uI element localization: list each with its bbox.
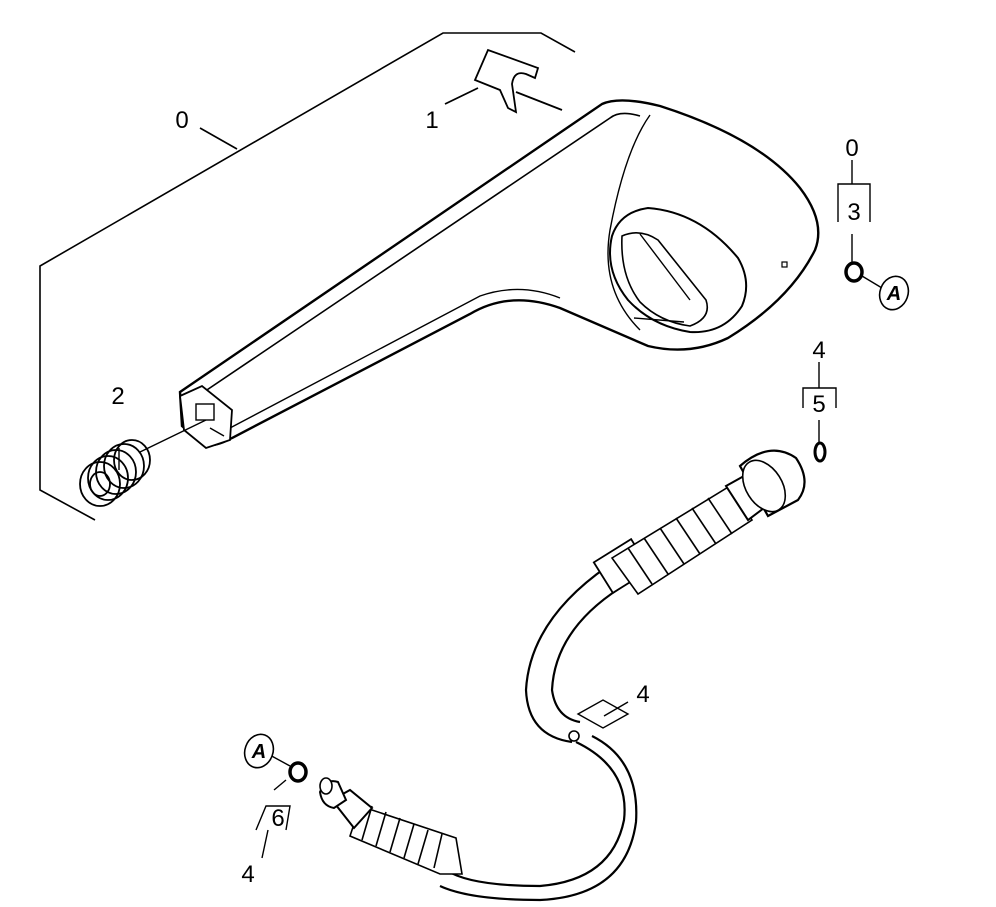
- callout-hose-mid: 4: [636, 681, 649, 708]
- grease-marker-bottom: A: [243, 733, 275, 769]
- hose-bend-protector-bottom: [349, 804, 463, 875]
- callout-clip: 1: [425, 107, 438, 134]
- clip-part: [444, 48, 563, 114]
- callout-hose-seal-top: 5: [812, 391, 825, 418]
- o-ring-bottom: [288, 761, 308, 783]
- o-ring-top: [844, 261, 864, 283]
- gun-handle: [178, 99, 820, 450]
- callout-o-ring-top: 3: [847, 199, 860, 226]
- grease-marker-top: A: [878, 275, 910, 311]
- spring-part: [79, 419, 207, 507]
- seal-ring-top: [813, 441, 827, 463]
- assembly-bracket: [39, 32, 576, 521]
- hose-bend-protector-top: [610, 484, 754, 596]
- leader-lines: [255, 160, 883, 859]
- callout-hose-kit-bottom: 4: [241, 861, 254, 888]
- hose-assembly: [318, 449, 806, 902]
- callout-spring: 2: [111, 383, 124, 410]
- callout-hose-seal-bottom: 6: [271, 805, 284, 832]
- svg-text:A: A: [886, 283, 901, 305]
- svg-text:A: A: [251, 741, 266, 763]
- callout-hose-kit-top: 4: [812, 337, 825, 364]
- callout-assembly-left: 0: [175, 107, 188, 134]
- callout-assembly-right: 0: [845, 135, 858, 162]
